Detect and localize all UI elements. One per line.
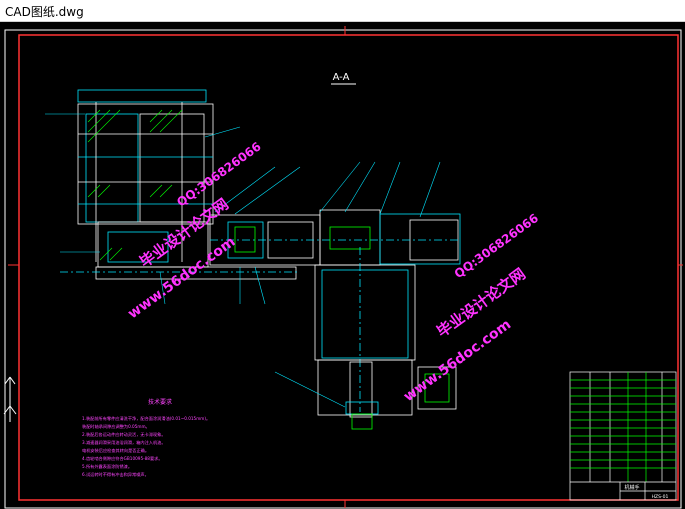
tech-line: 6.试运转时不得有冲击和异常噪声。 — [82, 471, 149, 478]
ucs-axis-icon — [3, 376, 17, 422]
gearbox-hatching — [87, 109, 183, 261]
tech-line: 电机安装后应检查其转向是否正确。 — [82, 447, 149, 454]
cad-drawing-canvas[interactable]: A-A — [0, 22, 685, 509]
tech-requirements-title: 技术要求 — [148, 398, 172, 406]
tech-line: 2.装配后各运动件应转动灵活，无卡滞现象。 — [82, 431, 166, 438]
tech-requirements: 技术要求 1.装配前所有零件应清洗干净，配合面涂润滑油(0.01~0.015mm… — [82, 398, 210, 478]
gearbox-assembly — [60, 89, 300, 280]
title-block — [569, 371, 677, 501]
window-title: CAD图纸.dwg — [5, 5, 84, 19]
tech-line: 4.齿轮啮合侧隙应符合GB10095-88要求。 — [82, 455, 163, 462]
window-titlebar: CAD图纸.dwg — [0, 0, 685, 22]
watermark-brand: 毕业设计论文网 — [433, 265, 529, 341]
title-block-drawing-no: HZS-01 — [652, 494, 669, 500]
watermark-left: www.56doc.com 毕业设计论文网 QQ:306826066 — [125, 139, 264, 322]
section-label: A-A — [333, 72, 350, 83]
column-assembly — [314, 247, 457, 430]
tech-line: 1.装配前所有零件应清洗干净，配合面涂润滑油(0.01~0.015mm)。 — [82, 415, 210, 422]
tech-line: 装配时轴承间隙应调整为0.05mm。 — [82, 423, 150, 430]
drawing-frame — [4, 26, 683, 509]
watermark-qq: QQ:306826066 — [452, 211, 541, 281]
tech-line: 5.所有外露表面涂防锈漆。 — [82, 463, 132, 470]
arm-assembly — [209, 209, 461, 266]
leader-lines — [45, 113, 441, 408]
tech-line: 3.减速器润滑采用油浴润滑，箱内注入机油。 — [82, 439, 166, 446]
title-block-name: 机械手 — [624, 484, 639, 491]
